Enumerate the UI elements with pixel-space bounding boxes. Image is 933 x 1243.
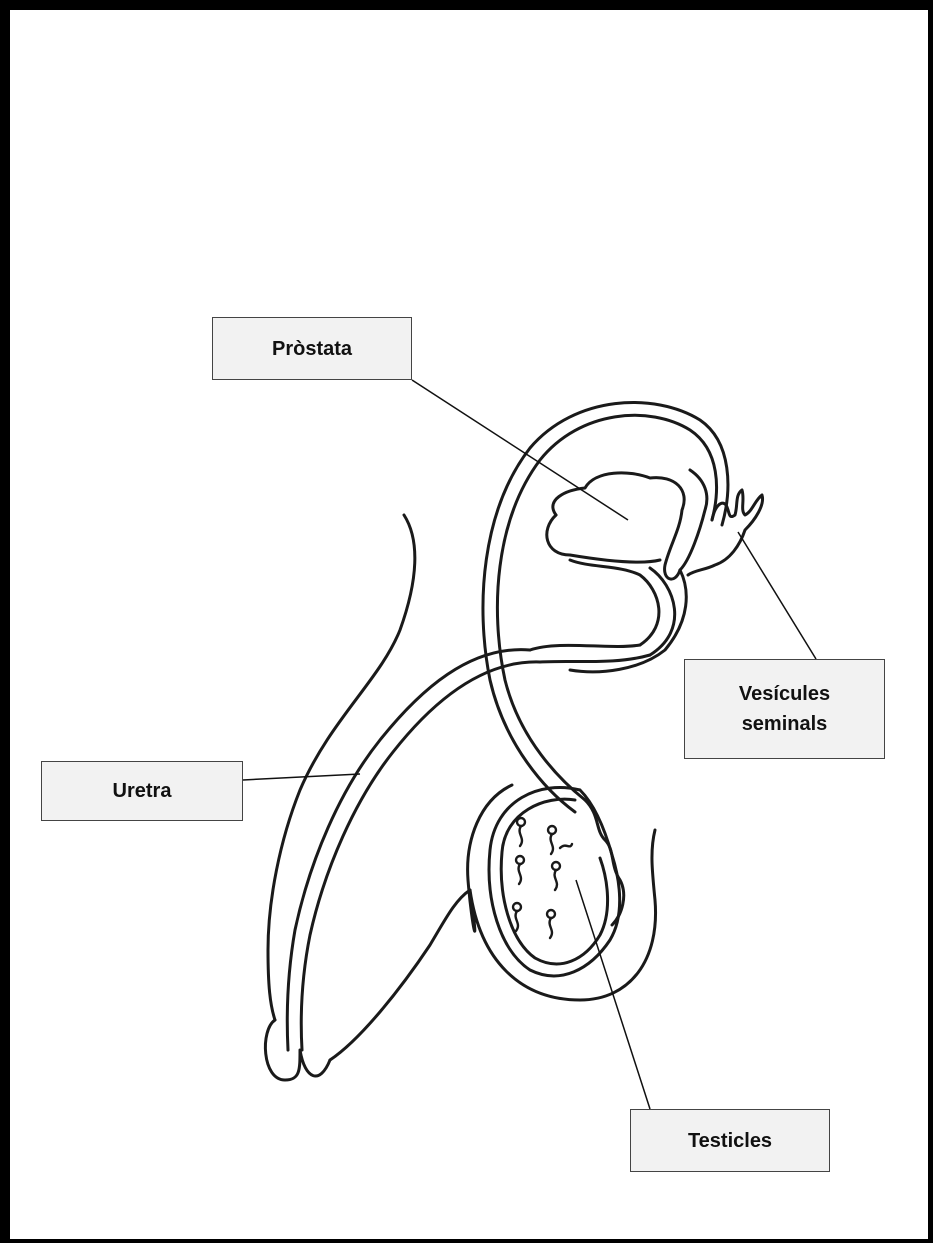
- prostate-lower: [547, 515, 660, 562]
- sperm-cells: [513, 818, 572, 938]
- leader-uretra: [243, 774, 360, 780]
- glans-outline: [265, 1020, 330, 1080]
- penis-outline-back: [268, 515, 415, 1020]
- testicle-outer: [489, 788, 620, 976]
- label-vesicules-line1: Vesícules: [739, 679, 830, 709]
- leader-testicles: [576, 880, 650, 1109]
- label-prostata: Pròstata: [212, 317, 412, 380]
- prostate-right-lobe: [570, 570, 686, 672]
- label-vesicules-line2: seminals: [742, 709, 828, 739]
- epididymis: [585, 800, 624, 925]
- urethra-to-prostate-b: [540, 655, 650, 662]
- label-testicles-text: Testicles: [688, 1126, 772, 1156]
- urethra-outer: [287, 650, 530, 1050]
- label-seminal-vesicles: Vesícules seminals: [684, 659, 885, 759]
- urethra-to-prostate-a: [530, 645, 640, 650]
- label-uretra-text: Uretra: [113, 776, 172, 806]
- label-prostata-text: Pròstata: [272, 334, 352, 364]
- leader-prostata: [412, 380, 628, 520]
- label-urethra: Uretra: [41, 761, 243, 821]
- prostate-loop-outer: [570, 560, 659, 645]
- leader-vesicules: [738, 532, 816, 659]
- penis-outline-front: [330, 890, 470, 1060]
- scrotum-outline: [468, 785, 656, 1000]
- label-testicles: Testicles: [630, 1109, 830, 1172]
